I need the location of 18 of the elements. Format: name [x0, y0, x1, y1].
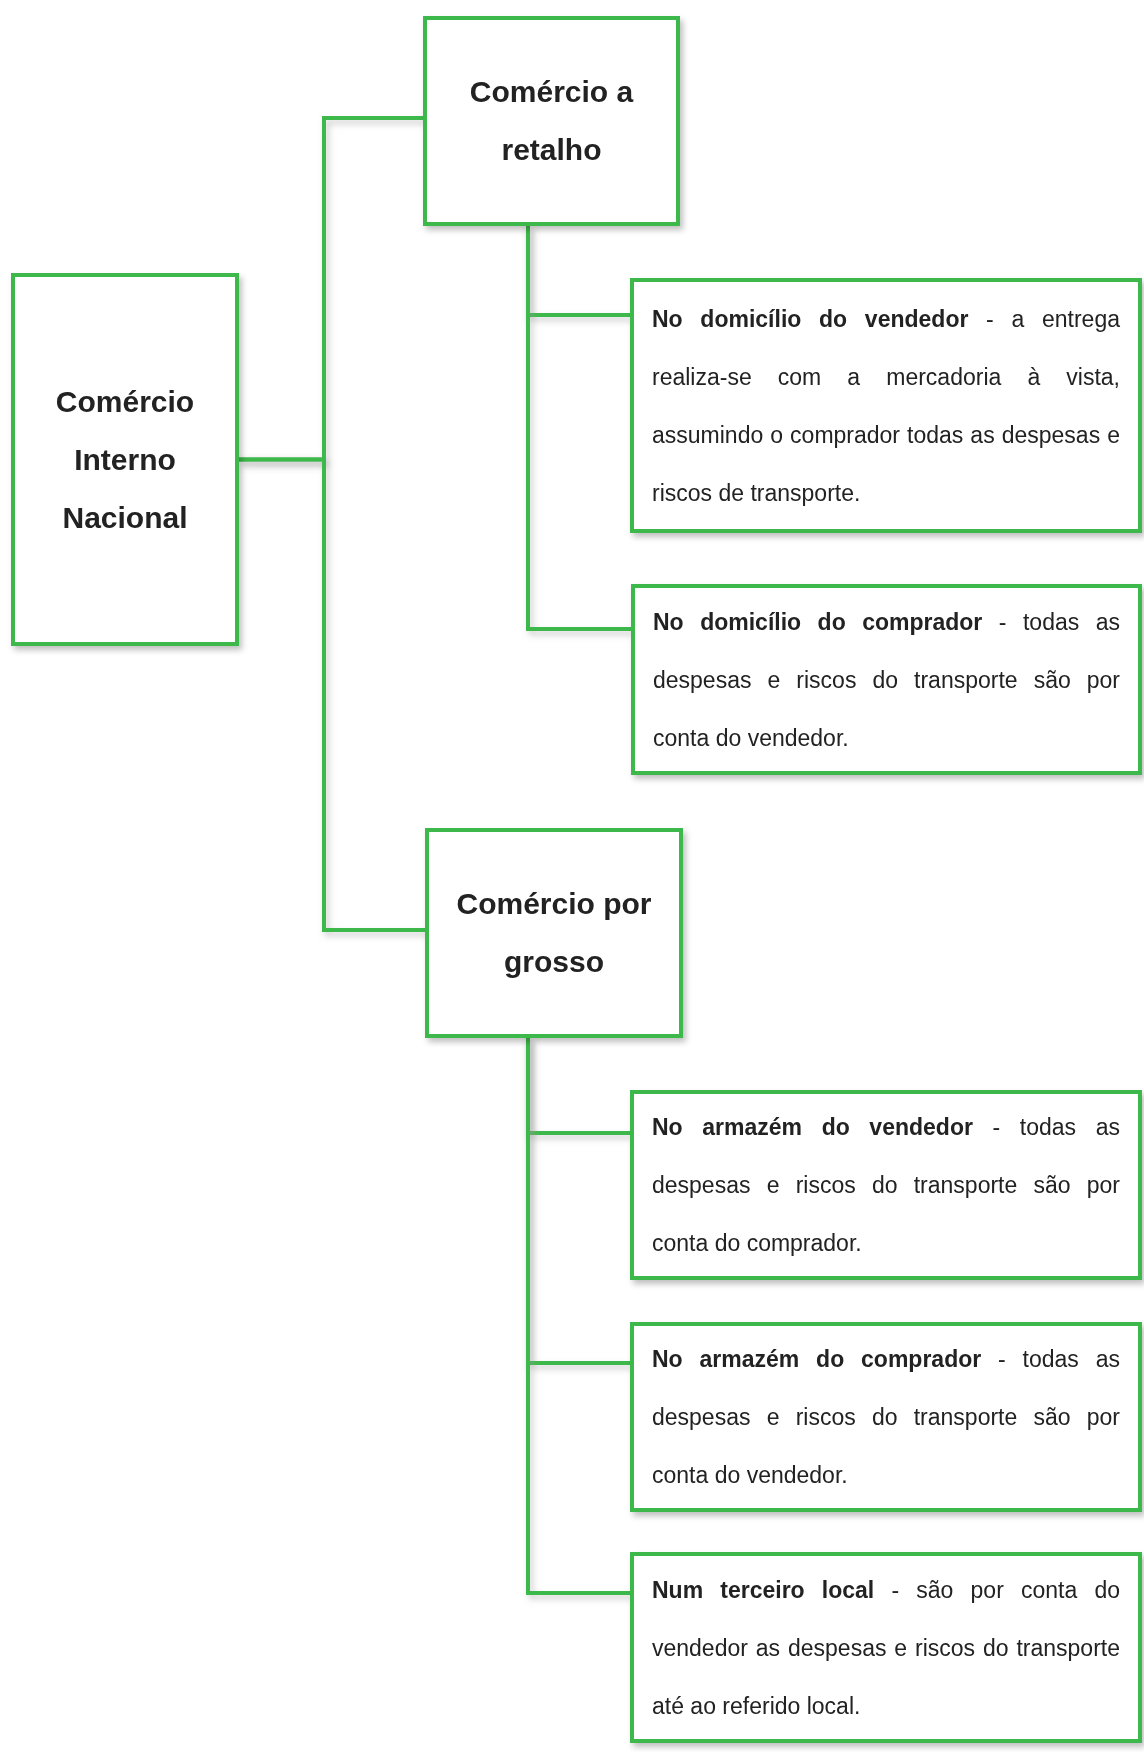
connector-line: [239, 457, 425, 932]
category-box: [423, 16, 680, 226]
description-text: No armazém do comprador - todas as despesas e riscos do transporte são por conta do vendedor.: [652, 1345, 1120, 1490]
category-title: Comércio Interno Nacional: [54, 383, 196, 536]
description-box: [631, 584, 1142, 775]
description-box: [630, 1090, 1142, 1280]
description-text: No armazém do vendedor - todas as despesas e riscos do transporte são por conta do comprador.: [652, 1113, 1120, 1258]
description-text: Num terceiro local - são por conta do vendedor as despesas e riscos do transporte até ao referido local.: [652, 1575, 1120, 1721]
category-box: [11, 273, 239, 646]
description-box: [630, 278, 1142, 533]
description-box: [630, 1322, 1142, 1512]
description-text: No domicílio do comprador - todas as despesas e riscos do transporte são por conta do vendedor.: [653, 607, 1120, 753]
description-box: [630, 1552, 1142, 1743]
category-title: Comércio a retalho: [468, 74, 635, 168]
category-title: Comércio por grosso: [455, 886, 653, 980]
category-box: [425, 828, 683, 1038]
connector-line: [526, 226, 631, 631]
description-text: No domicílio do vendedor - a entrega realiza-se com a mercadoria à vista, assumindo o comprador todas as despesas e riscos de transporte.: [652, 304, 1120, 508]
